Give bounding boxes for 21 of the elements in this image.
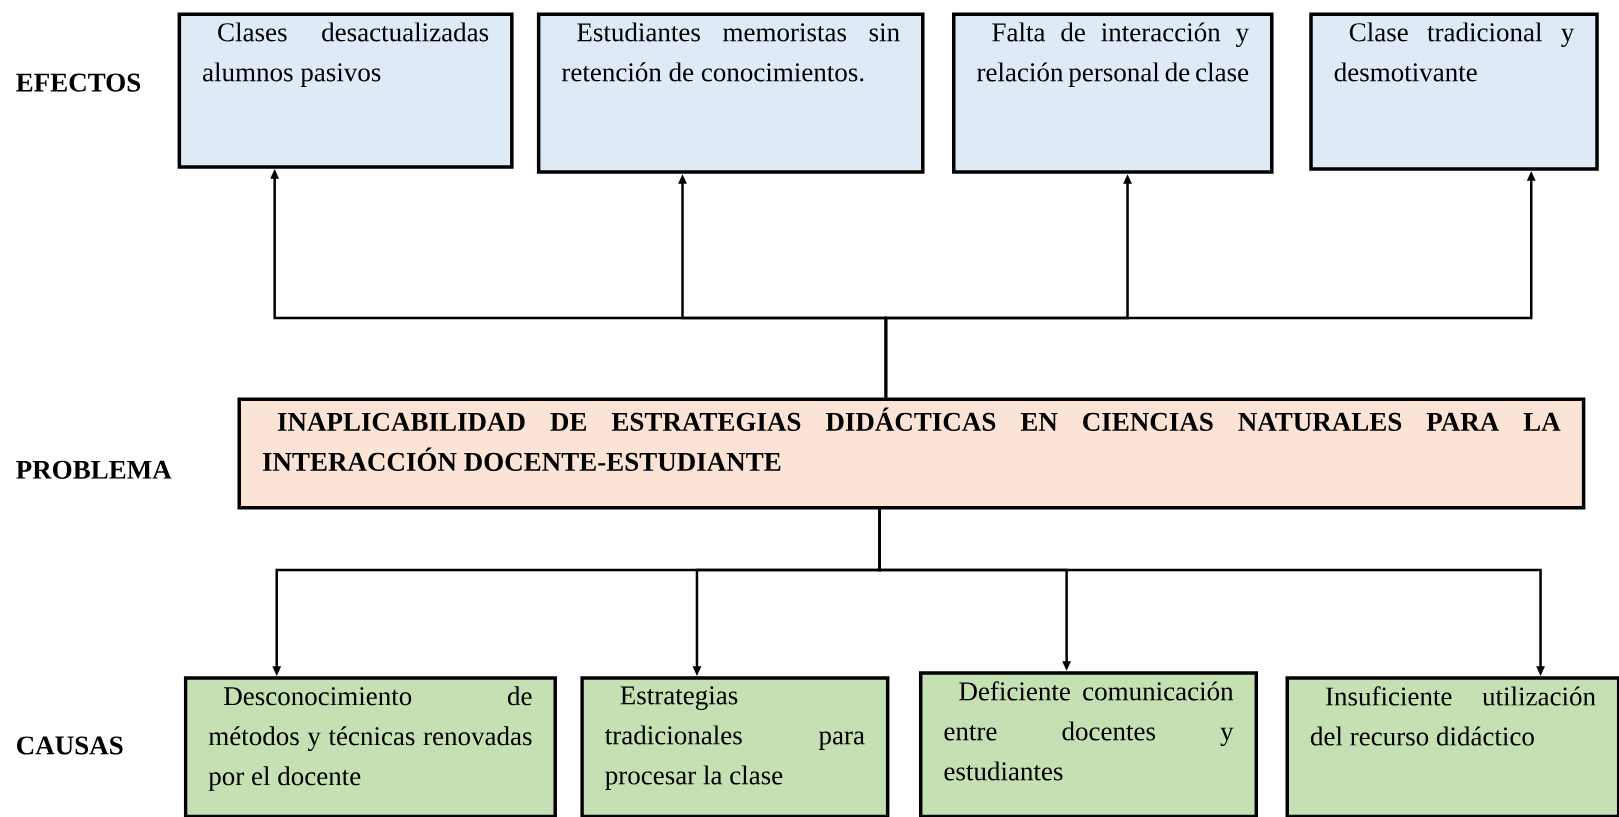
row-label: EFECTOS xyxy=(16,73,141,92)
box-text: Clase tradicional y desmotivante xyxy=(1334,22,1575,82)
box-text: Estrategias tradicionales para procesar la clase xyxy=(605,686,865,790)
box-text: Estudiantes memoristas sin retención de conocimientos. xyxy=(561,22,900,82)
box-text: INAPLICABILIDAD DE ESTRATEGIAS DIDÁCTICAS EN CIENCIAS NATURALES PARA LA INTERACCIÓN DOCENTE-ESTUDIANTE xyxy=(262,407,1561,471)
effect-box xyxy=(177,12,514,169)
row-label: PROBLEMA xyxy=(16,460,172,479)
box-text: Falta de interacción y relación personal de clase xyxy=(977,22,1249,87)
cause-box xyxy=(1285,676,1619,817)
problem-box xyxy=(237,397,1586,510)
effect-box xyxy=(1309,12,1599,171)
box-text: Desconocimiento de métodos y técnicas renovadas por el docente xyxy=(208,686,532,791)
effect-box xyxy=(536,12,925,174)
box-text: Insuficiente utilización del recurso didáctico xyxy=(1310,686,1596,746)
cause-box xyxy=(183,676,557,817)
cause-box xyxy=(580,676,890,817)
box-text: Deficiente comunicación entre docentes y estudiantes xyxy=(944,681,1234,781)
effect-box xyxy=(952,12,1274,174)
box-text: Clases desactualizadas alumnos pasivos xyxy=(203,22,489,87)
row-label: CAUSAS xyxy=(17,736,123,755)
cause-box xyxy=(918,671,1259,817)
